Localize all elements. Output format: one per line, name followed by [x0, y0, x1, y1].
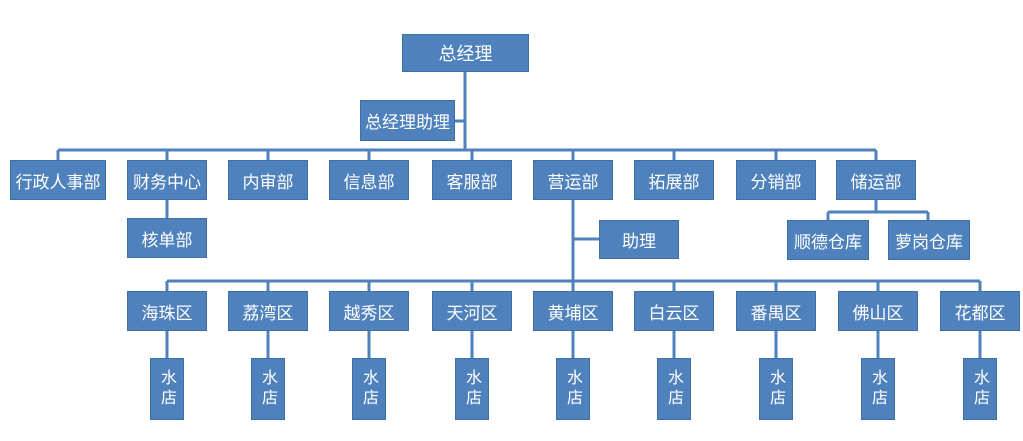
dept-distribution: 分销部: [736, 160, 816, 200]
district-liwan: 荔湾区: [228, 291, 308, 331]
ceo-assistant-box: 总经理助理: [360, 100, 455, 141]
finance-audit-box: 核单部: [127, 218, 207, 258]
store-baiyun: 水店: [657, 358, 691, 420]
dept-storage-transport: 储运部: [836, 160, 916, 200]
district-baiyun: 白云区: [634, 291, 714, 331]
dept-internal-audit: 内审部: [228, 160, 308, 200]
store-panyu: 水店: [759, 358, 793, 420]
ceo-box: 总经理: [402, 34, 529, 72]
dept-operations: 营运部: [533, 160, 613, 200]
district-haizhu: 海珠区: [127, 291, 207, 331]
store-huadu: 水店: [963, 358, 997, 420]
dept-admin-hr: 行政人事部: [10, 160, 106, 200]
district-huadu: 花都区: [940, 291, 1020, 331]
store-foshan: 水店: [861, 358, 895, 420]
dept-customer-service: 客服部: [432, 160, 512, 200]
dept-finance: 财务中心: [127, 160, 207, 200]
district-huangpu: 黄埔区: [533, 291, 613, 331]
operations-assistant-box: 助理: [599, 220, 679, 259]
store-liwan: 水店: [251, 358, 285, 420]
store-yuexiu: 水店: [352, 358, 386, 420]
district-foshan: 佛山区: [838, 291, 918, 331]
dept-expansion: 拓展部: [634, 160, 714, 200]
district-tianhe: 天河区: [432, 291, 512, 331]
district-yuexiu: 越秀区: [329, 291, 409, 331]
warehouse-shunde: 顺德仓库: [787, 220, 869, 260]
store-tianhe: 水店: [455, 358, 489, 420]
district-panyu: 番禺区: [736, 291, 816, 331]
store-huangpu: 水店: [556, 358, 590, 420]
dept-information: 信息部: [329, 160, 409, 200]
warehouse-luogang: 萝岗仓库: [888, 220, 970, 260]
store-haizhu: 水店: [150, 358, 184, 420]
